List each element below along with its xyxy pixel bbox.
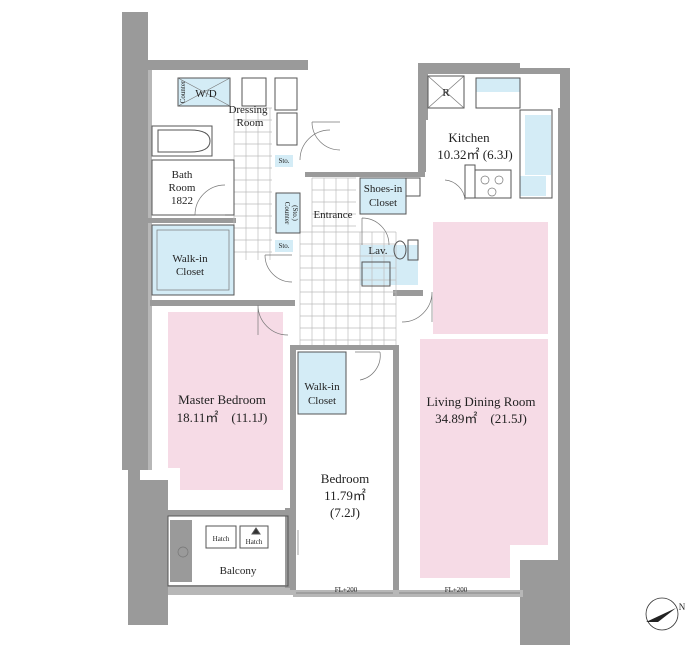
lav-label: Lav. xyxy=(368,245,387,257)
exterior-walls xyxy=(122,12,570,645)
bath-room-label-1: Bath xyxy=(172,169,193,181)
counter-entrance-label-1: Counter xyxy=(283,202,291,225)
living-dining-label-2: 34.89㎡ (21.5J) xyxy=(435,411,527,426)
counter-entrance-label-2: (Sto.) xyxy=(291,205,299,221)
counter-small-label: Counter xyxy=(179,80,187,103)
balcony-label: Balcony xyxy=(220,565,257,577)
compass: N xyxy=(645,597,686,631)
entrance-label: Entrance xyxy=(313,209,352,221)
compass-north-label: N xyxy=(679,602,686,612)
kitchen-label-1: Kitchen xyxy=(448,130,490,145)
bath-room-label-3: 1822 xyxy=(171,195,193,207)
dressing-room-label-2: Room xyxy=(237,117,264,129)
living-dining-label-1: Living Dining Room xyxy=(426,394,535,409)
walkin-master-label-2: Closet xyxy=(176,266,204,278)
master-bedroom-label-1: Master Bedroom xyxy=(178,392,266,407)
bedroom-label-3: (7.2J) xyxy=(330,505,360,520)
walkin-bedroom-label-1: Walk-in xyxy=(304,381,340,393)
bedroom-label-1: Bedroom xyxy=(321,471,369,486)
hatch-right-label: Hatch xyxy=(246,538,263,546)
refrigerator-label: R xyxy=(442,87,450,99)
sto-lower-label: Sto. xyxy=(278,242,289,250)
fl-right-label: FL+200 xyxy=(445,586,468,594)
wd-label: W/D xyxy=(195,88,216,100)
shoes-closet-label-1: Shoes-in xyxy=(364,183,403,195)
room-labels: W/D Counter Dressing Room Sto. Sto. Bath… xyxy=(169,80,536,594)
shoes-closet-label-2: Closet xyxy=(369,197,397,209)
door-swings xyxy=(194,121,466,555)
fl-left-label: FL+200 xyxy=(335,586,358,594)
master-bedroom-label-2: 18.11㎡ (11.1J) xyxy=(177,410,268,425)
fixtures xyxy=(151,75,553,594)
hatch-left-label: Hatch xyxy=(213,535,230,543)
room-fills xyxy=(152,78,551,578)
dressing-room-label-1: Dressing xyxy=(228,104,268,116)
kitchen-label-2: 10.32㎡ (6.3J) xyxy=(437,147,512,162)
walkin-bedroom-label-2: Closet xyxy=(308,395,336,407)
walkin-master-label-1: Walk-in xyxy=(172,253,208,265)
compass-arrow-icon xyxy=(646,608,676,622)
sto-upper-label: Sto. xyxy=(278,157,289,165)
bedroom-label-2: 11.79㎡ xyxy=(324,488,366,503)
bath-room-label-2: Room xyxy=(169,182,196,194)
